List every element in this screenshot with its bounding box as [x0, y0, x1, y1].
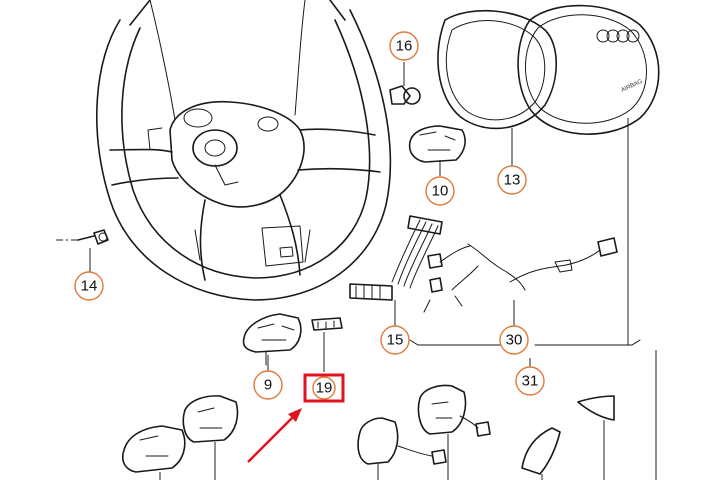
callout-label-15: 15: [387, 332, 404, 349]
part-14-screw: [56, 229, 109, 272]
callout-15: 15: [380, 325, 410, 355]
callout-9: 9: [253, 370, 283, 400]
callout-label-14: 14: [81, 278, 98, 295]
steering-wheel: [96, 0, 392, 301]
part-19-module: [311, 317, 343, 372]
red-pointer-arrow: [247, 408, 302, 463]
callout-label-30: 30: [506, 332, 523, 349]
callout-label-16: 16: [396, 38, 413, 55]
callout-label-9: 9: [264, 377, 272, 394]
part-15-harness: [349, 215, 443, 326]
callout-31: 31: [515, 366, 545, 396]
part-30-harness: [423, 237, 618, 328]
airbag-logo-text: AIRBAG: [620, 79, 643, 94]
audi-rings-logo: [596, 29, 640, 43]
callout-label-31: 31: [522, 373, 539, 390]
part-16-cap: [389, 62, 421, 105]
part-31-bracket: [409, 339, 641, 368]
callout-label-13: 13: [504, 172, 521, 189]
bottom-parts: [121, 350, 657, 480]
part-13-airbag: AIRBAG: [437, 4, 660, 345]
callout-19-highlighted: 19: [303, 373, 345, 403]
callout-label-19: 19: [316, 380, 333, 397]
callout-label-10: 10: [432, 183, 449, 200]
callout-14: 14: [74, 271, 104, 301]
callout-30: 30: [499, 325, 529, 355]
callout-10: 10: [425, 176, 455, 206]
part-9-switch: [242, 313, 302, 372]
part-10-switch: [408, 125, 466, 176]
callout-13: 13: [497, 165, 527, 195]
callout-16: 16: [389, 31, 419, 61]
